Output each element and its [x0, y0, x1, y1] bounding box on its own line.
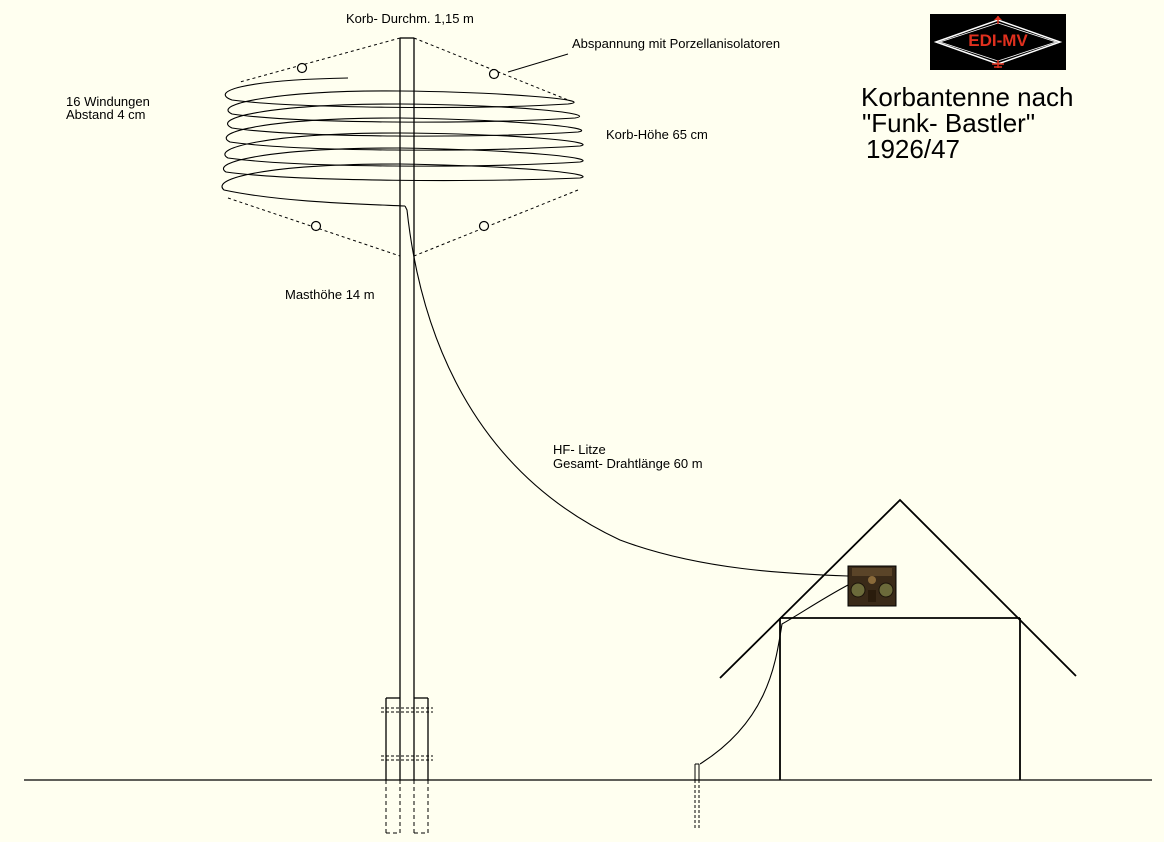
house — [719, 498, 1077, 780]
logo-text: EDI-MV — [968, 31, 1028, 50]
ground-stake — [694, 763, 700, 828]
guy-label-leader — [507, 53, 569, 73]
ground-wire — [699, 584, 849, 765]
wire-length-label: Gesamt- Drahtlänge 60 m — [553, 456, 703, 471]
basket-diameter-label: Korb- Durchm. 1,15 m — [346, 11, 474, 26]
mast — [385, 37, 429, 780]
mast-footing — [385, 780, 429, 834]
windings-count-label: 16 Windungen — [66, 94, 150, 109]
wire-type-label: HF- Litze — [553, 442, 606, 457]
porcelain-insulators — [296, 62, 500, 232]
basket-coil — [221, 77, 584, 207]
radio-receiver — [847, 565, 897, 607]
windings-spacing-label: Abstand 4 cm — [66, 107, 146, 122]
title-line-1: Korbantenne nach — [861, 82, 1074, 112]
title-line-3: 1926/47 — [866, 134, 960, 164]
basket-height-label: Korb-Höhe 65 cm — [606, 127, 708, 142]
mast-clamps — [381, 707, 433, 761]
windings-label: 16 Windungen Abstand 4 cm — [66, 95, 150, 121]
edi-mv-logo: EDI-MV — [930, 14, 1066, 70]
guying-label: Abspannung mit Porzellanisolatoren — [572, 36, 781, 51]
hf-feed-wire — [404, 205, 849, 577]
title-line-2: "Funk- Bastler" — [862, 108, 1036, 138]
mast-height-label: Masthöhe 14 m — [285, 287, 375, 302]
wire-label: HF- Litze Gesamt- Drahtlänge 60 m — [553, 443, 703, 471]
